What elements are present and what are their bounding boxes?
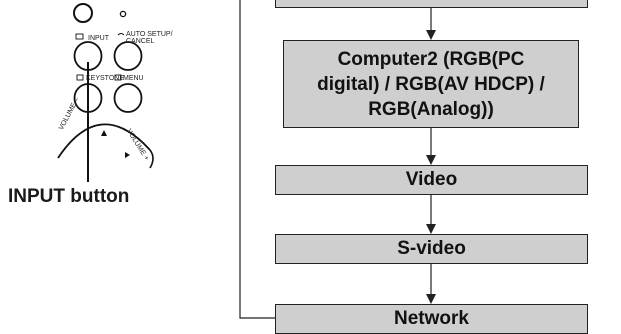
input-label: INPUT [88,35,109,42]
right-arrow-icon [125,152,130,158]
input-button-caption: INPUT button [8,186,130,207]
flow-box-video: Video [275,165,588,195]
power-button[interactable] [73,3,93,23]
flow-box-video-label: Video [405,169,458,190]
flow-box-svideo-label: S-video [397,238,466,259]
flow-box-computer2-label: Computer2 (RGB(PC digital) / RGB(AV HDCP… [317,48,545,120]
loop-back-line [239,0,275,319]
menu-button[interactable] [113,83,143,113]
auto-setup-icon [117,33,125,36]
volume-dial-arc[interactable] [57,123,151,159]
arrow-icon [426,30,436,40]
flow-box-svideo: S-video [275,234,588,264]
keystone-label: KEYSTONE [86,75,124,82]
keystone-icon [76,74,84,81]
menu-icon [114,74,122,81]
previous-source-box [275,0,588,8]
menu-label: MENU [123,75,144,82]
auto-setup-label: AUTO SETUP/ CANCEL [126,31,173,45]
indicator-lamp [119,10,127,18]
flow-box-network: Network [275,304,588,334]
arrow-icon [426,155,436,165]
flow-box-computer2: Computer2 (RGB(PC digital) / RGB(AV HDCP… [283,40,579,128]
arrow-icon [426,294,436,304]
auto-setup-button[interactable] [113,41,143,71]
volume-dial-arc-end [149,149,154,169]
up-arrow-icon [101,130,107,136]
arrow-icon [426,224,436,234]
input-icon [75,33,84,40]
flow-box-network-label: Network [394,308,469,329]
